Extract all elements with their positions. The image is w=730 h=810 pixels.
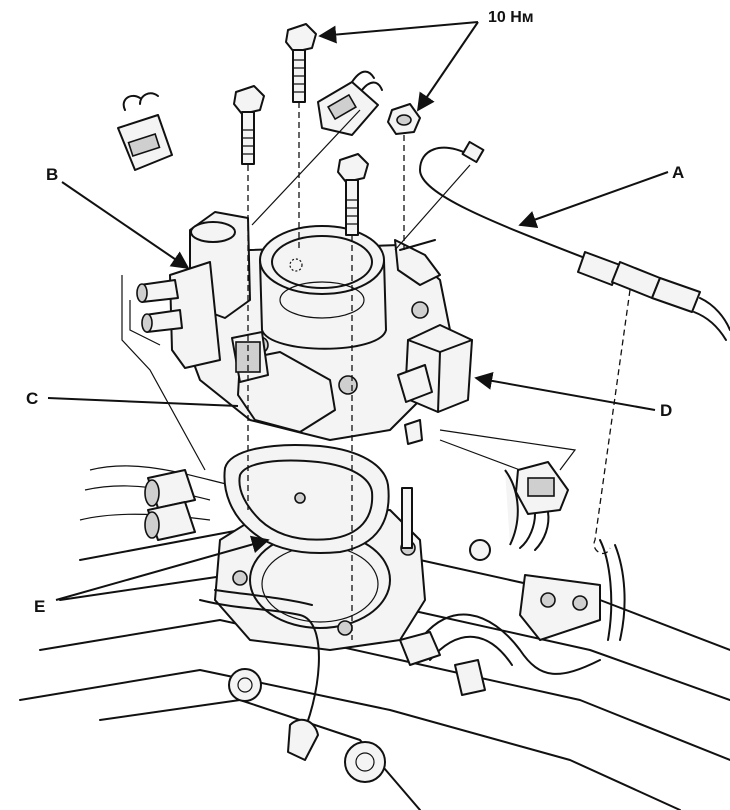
- gasket-e: [223, 443, 390, 554]
- label-torque: 10 Нм: [488, 9, 534, 26]
- map-sensor-d: [397, 324, 473, 445]
- nut: [387, 103, 421, 135]
- connector-right: [515, 461, 569, 551]
- connector-left: [117, 92, 173, 171]
- connector-top: [317, 70, 383, 136]
- label-a: A: [672, 163, 684, 182]
- vacuum-fittings: [144, 469, 196, 541]
- alignment-lines: [121, 102, 631, 640]
- sensor-wire-a: [419, 140, 730, 341]
- bolt-2: [233, 85, 265, 165]
- label-e: E: [34, 597, 45, 616]
- bolt-1: [285, 23, 317, 103]
- callout-leaders: [47, 21, 669, 601]
- label-c: C: [26, 389, 38, 408]
- bolt-3: [337, 153, 369, 236]
- tps-sensor-c: [231, 331, 336, 433]
- label-b: B: [46, 165, 58, 184]
- iac-valve-b: [136, 211, 251, 369]
- label-d: D: [660, 401, 672, 420]
